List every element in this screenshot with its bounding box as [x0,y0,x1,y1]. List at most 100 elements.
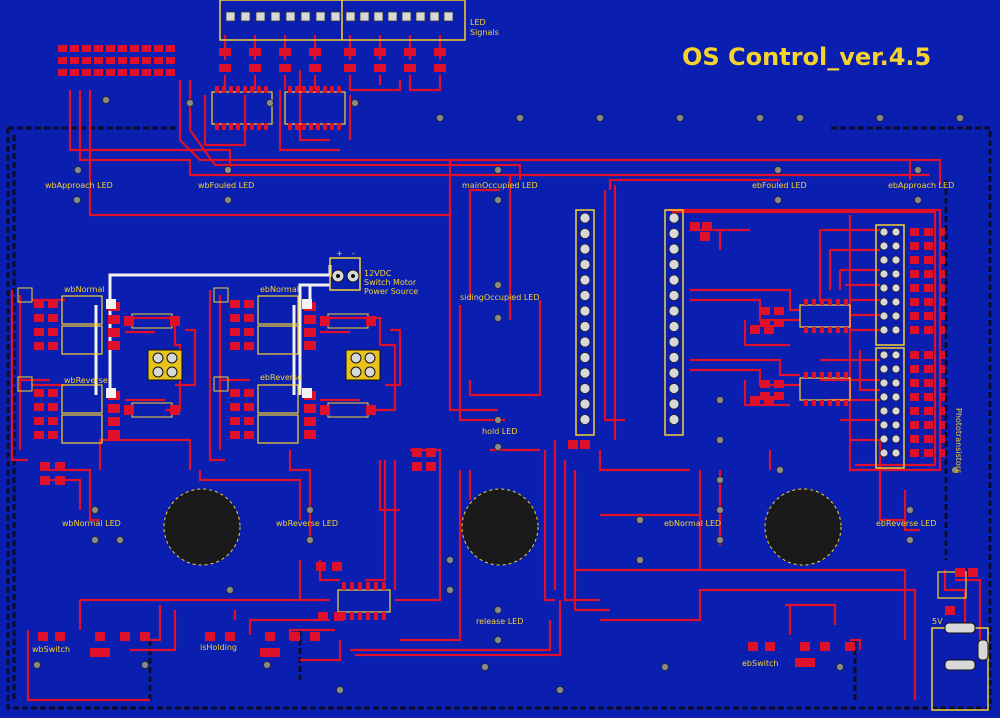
via [716,506,724,514]
header-pin [579,228,591,239]
smd-pad [34,342,44,350]
via [494,606,502,614]
relay-pad-white [302,388,312,398]
smd-pad [940,365,945,373]
smd-pad [940,270,945,278]
ic-pin-pad [836,327,840,333]
via [224,196,232,204]
smd-pad [108,417,120,426]
smd-pad [265,632,275,641]
smd-pad [910,449,919,457]
is-holding-label: isHolding [200,643,237,652]
via [306,506,314,514]
pin-header-center [575,209,595,436]
ic-pin-pad [323,123,327,130]
pin-header-right [664,209,684,436]
phototransistor-pin [891,420,901,430]
power-plus-label: + [336,249,343,258]
smd-pad [309,48,321,56]
smd-pad [434,48,446,56]
power-label-line3: Power Source [364,287,418,296]
smd-pad [774,307,784,315]
header-pin [270,11,281,22]
smd-pad [118,69,127,76]
via [661,663,669,671]
ic-pin-pad [820,372,824,378]
phototransistor-pin [891,406,901,416]
smd-pad [142,69,151,76]
smd-pad [34,300,44,308]
smd-pad [310,632,320,641]
header-pin [359,11,370,22]
smd-pad [95,632,105,641]
header-pin [668,212,680,224]
ic-pin-pad [836,299,840,305]
smd-pad [344,48,356,56]
smd-pad [765,642,775,651]
smd-pad [412,462,422,471]
smd-pad [48,389,58,397]
smd-pad [48,328,58,336]
smd-pad [82,57,91,64]
smd-pad [48,300,58,308]
smd-pad [940,449,945,457]
eb-normal-led-label: ebNormal LED [664,519,721,528]
ic-pin-pad [330,86,334,93]
via [774,166,782,174]
header-pin [579,259,591,270]
smd-pad [404,64,416,72]
smd-pad [910,379,919,387]
smd-pad [764,325,774,334]
ic-pin-pad [337,123,341,130]
via [906,536,914,544]
via [102,96,110,104]
ic-pin-pad [222,86,226,93]
ic-pin-pad [302,123,306,130]
smd-pad [166,69,175,76]
via [716,436,724,444]
smd-pad [154,69,163,76]
smd-pad [924,284,933,292]
eb-approach-led-label: ebApproach LED [888,181,954,190]
smd-pad [426,462,436,471]
header-pin [255,11,266,22]
smd-pad [924,379,933,387]
phototransistor-pin [891,378,901,388]
smd-pad [910,312,919,320]
smd-pad [82,45,91,52]
board-title: OS Control_ver.4.5 [682,43,931,71]
smd-pad [760,307,770,315]
smd-pad [120,632,130,641]
smd-pad [910,256,919,264]
smd-pad [140,632,150,641]
top-resistor-array [58,45,446,76]
wb-fouled-led-label: wbFouled LED [198,181,254,190]
phototransistor-pin [879,227,889,237]
smd-pad [940,242,945,250]
smd-pad [795,658,805,667]
via [306,536,314,544]
header-pin [668,414,680,425]
relay-outline [257,325,299,355]
ic-pin-pad [366,612,370,620]
smd-pad [845,642,855,651]
phototransistors-label: Phototransistors [954,408,963,473]
smd-pad [290,632,300,641]
via [494,196,502,204]
via [516,114,524,122]
smd-pad [108,328,120,337]
via [91,506,99,514]
smd-pad [924,407,933,415]
release-led-label: release LED [476,617,523,626]
smd-pad [412,448,422,457]
ic-pin-pad [288,123,292,130]
header-pin [579,290,591,301]
header-pin [443,11,454,22]
smd-pad [40,476,50,485]
smd-pad [106,57,115,64]
smd-pad [244,342,254,350]
smd-pad [910,326,919,334]
via [716,396,724,404]
smd-pad [332,562,342,571]
via [556,686,564,694]
